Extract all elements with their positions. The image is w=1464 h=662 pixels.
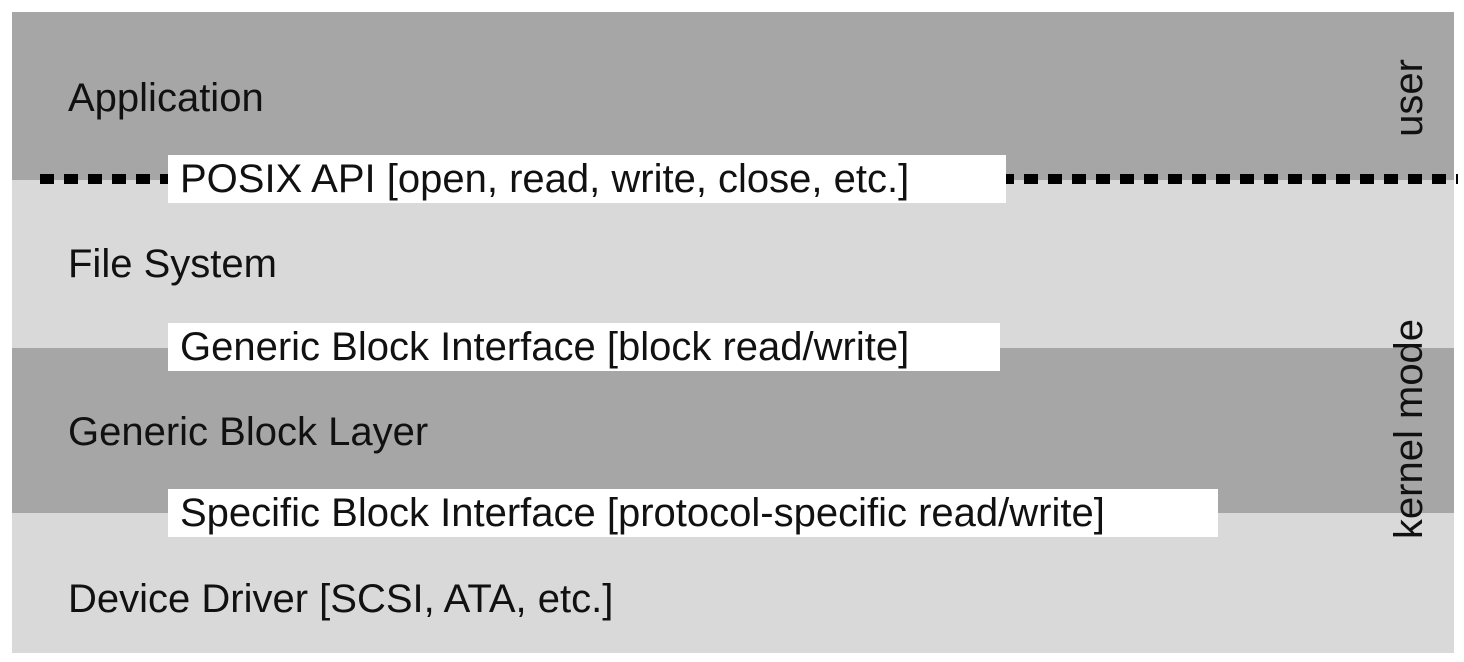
layer-application-label: Application	[68, 76, 264, 120]
layer-device-driver-label: Device Driver [SCSI, ATA, etc.]	[68, 577, 614, 621]
application-band	[12, 12, 1454, 180]
layer-file-system-label: File System	[68, 242, 277, 286]
posix-api-interface: POSIX API [open, read, write, close, etc…	[168, 155, 1006, 203]
kernel-mode-label: kernel mode	[1387, 318, 1431, 540]
generic-block-interface: Generic Block Interface [block read/writ…	[168, 323, 1000, 371]
specific-block-interface: Specific Block Interface [protocol-speci…	[168, 489, 1218, 537]
generic-block-layer-band	[12, 348, 1454, 513]
layer-generic-block-layer-label: Generic Block Layer	[68, 410, 429, 454]
user-mode-label: user	[1387, 59, 1431, 137]
file-system-band	[12, 180, 1454, 348]
